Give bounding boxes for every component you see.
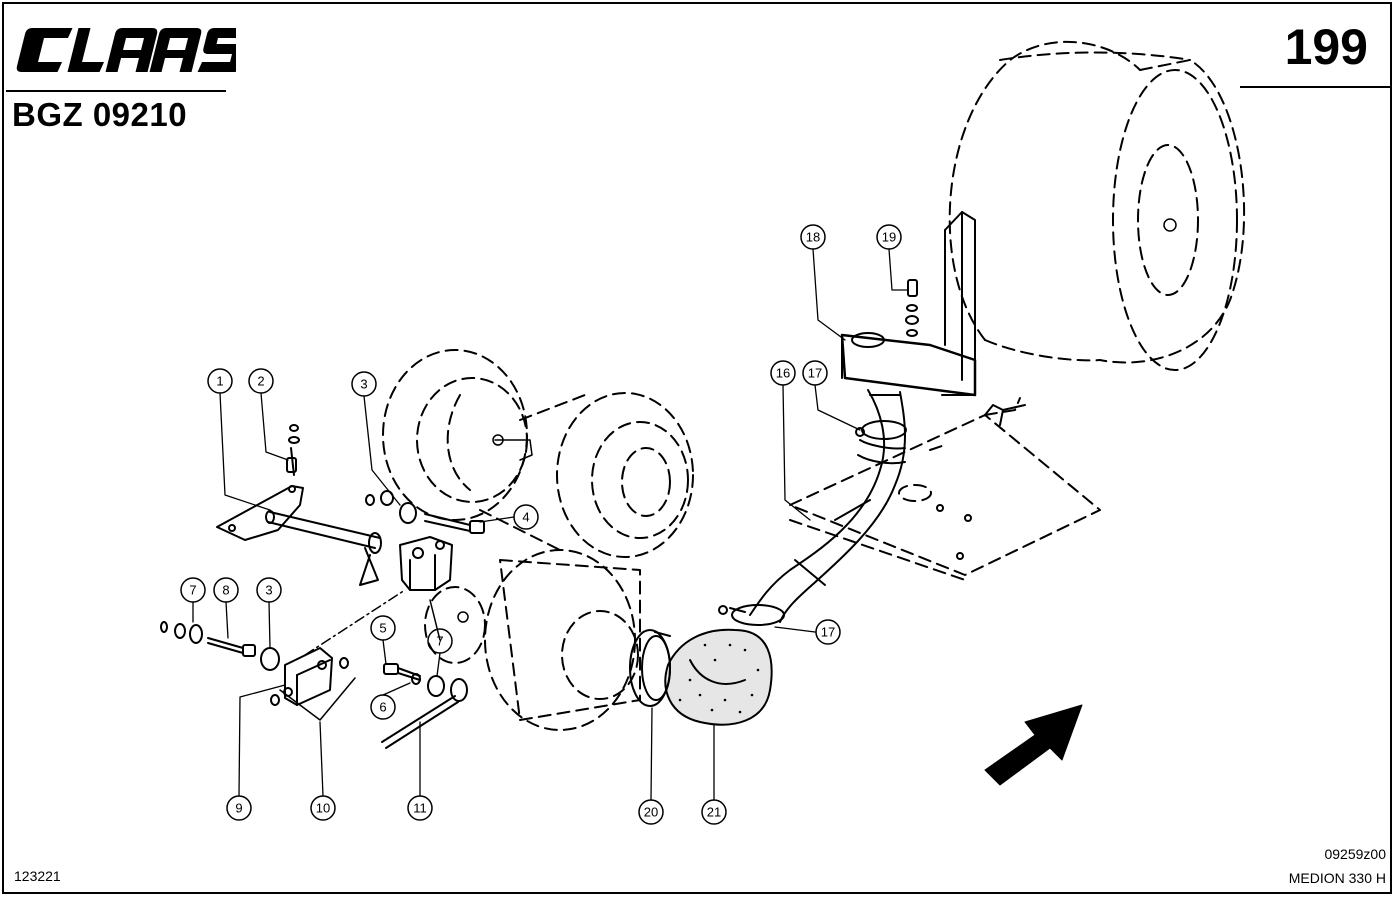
callout-5: 5 <box>379 621 386 636</box>
callout-11: 11 <box>413 801 427 816</box>
elbow-21-texture <box>678 643 760 714</box>
bolt-5-washers <box>383 663 445 697</box>
block-9 <box>270 647 349 706</box>
callout-9: 9 <box>235 801 242 816</box>
callout-10: 10 <box>316 801 330 816</box>
hose-16 <box>749 389 906 623</box>
callout-circles <box>180 224 902 825</box>
bolt-4 <box>424 513 485 534</box>
callout-3-lower: 3 <box>265 583 272 598</box>
callout-1: 1 <box>216 374 223 389</box>
header-rule-right <box>1240 86 1390 88</box>
header-rule-left <box>6 90 226 92</box>
model-name: MEDION 330 H <box>1288 870 1386 886</box>
clamp-17-lower <box>718 604 785 626</box>
callout-7-left: 7 <box>189 583 196 598</box>
pulley-outlines <box>382 349 694 731</box>
callout-8: 8 <box>222 583 229 598</box>
callout-17-lower: 17 <box>821 625 835 640</box>
clamp-20 <box>629 629 671 707</box>
callout-2: 2 <box>257 374 264 389</box>
bracket-18 <box>840 211 977 397</box>
bracket-1 <box>216 485 382 586</box>
base-plate-outline <box>789 397 1101 581</box>
direction-arrow-icon <box>984 704 1083 786</box>
figure-code: 09259z00 <box>1324 846 1386 862</box>
callout-labels: 1 2 3 4 18 19 16 17 17 7 8 3 5 6 7 9 10 … <box>189 230 896 820</box>
callout-19: 19 <box>882 230 896 245</box>
elbow-21 <box>664 628 773 726</box>
screw-2 <box>286 424 300 476</box>
callout-4: 4 <box>522 510 529 525</box>
callout-21: 21 <box>707 805 721 820</box>
brand-logo <box>14 22 236 78</box>
claas-logo-icon <box>16 28 236 72</box>
page-number: 199 <box>1284 19 1368 75</box>
callout-16: 16 <box>776 366 790 381</box>
washer-3-upper <box>365 490 417 524</box>
leader-lines <box>192 248 909 801</box>
callout-20: 20 <box>644 805 658 820</box>
clamp-17-upper <box>855 420 907 440</box>
footer-left-code: 123221 <box>14 868 61 884</box>
callout-18: 18 <box>806 230 820 245</box>
rod-11 <box>381 678 468 749</box>
drum-outline <box>948 40 1246 371</box>
screw-19 <box>905 279 919 337</box>
bracket-u <box>399 536 453 591</box>
callout-3-upper: 3 <box>360 377 367 392</box>
callout-17-upper: 17 <box>808 366 822 381</box>
washers-7-8 <box>160 621 280 671</box>
callout-7-right: 7 <box>436 634 443 649</box>
callout-6: 6 <box>379 700 386 715</box>
document-code: BGZ 09210 <box>12 96 188 133</box>
